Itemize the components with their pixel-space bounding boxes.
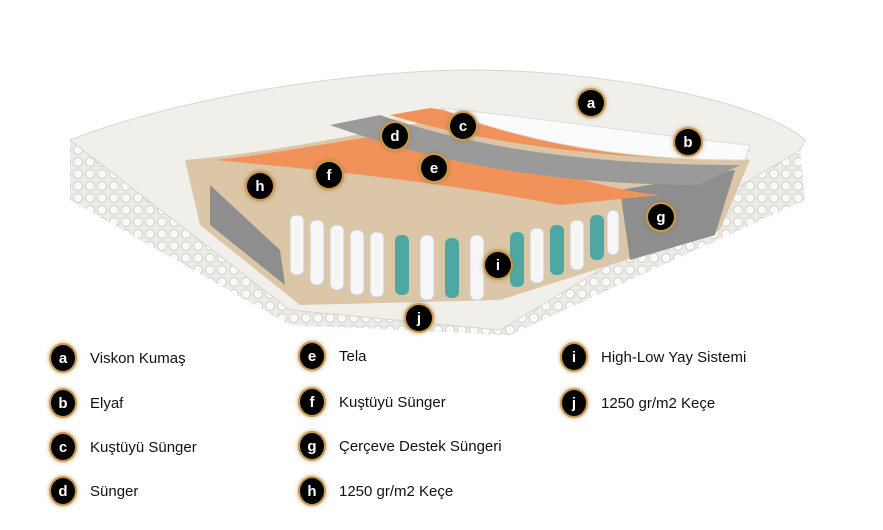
legend-item-a: a Viskon Kumaş (51, 343, 186, 373)
fiber-b (439, 107, 751, 161)
legend-marker: b (51, 390, 75, 416)
legend-label: Çerçeve Destek Süngeri (339, 437, 502, 455)
legend-label: Elyaf (90, 394, 124, 412)
legend-item-b: b Elyaf (51, 388, 123, 418)
legend-label: 1250 gr/m2 Keçe (601, 394, 716, 412)
legend-label: Kuştüyü Sünger (90, 438, 197, 456)
legend-item-e: e Tela (300, 341, 367, 371)
legend-marker: g (300, 433, 324, 459)
springs (289, 209, 620, 301)
legend-item-f: f Kuştüyü Sünger (300, 387, 446, 417)
legend-marker: h (300, 478, 324, 504)
legend-marker: c (51, 434, 75, 460)
legend-marker: j (562, 390, 586, 416)
marker-c: c (450, 113, 476, 139)
legend-item-d: d Sünger (51, 476, 138, 506)
legend-item-h: h 1250 gr/m2 Keçe (300, 476, 453, 506)
legend-label: Tela (339, 347, 367, 365)
mattress-side-panel (70, 140, 805, 335)
marker-b: b (675, 129, 701, 155)
legend-marker: d (51, 478, 75, 504)
legend-item-j: j 1250 gr/m2 Keçe (562, 388, 715, 418)
marker-j: j (406, 305, 432, 331)
legend-item-c: c Kuştüyü Sünger (51, 432, 197, 462)
marker-a: a (578, 90, 604, 116)
marker-i: i (485, 252, 511, 278)
legend-label: 1250 gr/m2 Keçe (339, 482, 454, 500)
marker-g: g (648, 204, 674, 230)
frame-right (620, 170, 735, 260)
marker-d: d (382, 123, 408, 149)
legend-item-g: g Çerçeve Destek Süngeri (300, 431, 502, 461)
legend-marker: a (51, 345, 75, 371)
marker-f: f (316, 162, 342, 188)
legend-marker: e (300, 343, 324, 369)
legend-marker: f (300, 389, 324, 415)
legend-label: High-Low Yay Sistemi (601, 348, 747, 366)
legend-label: Kuştüyü Sünger (339, 393, 446, 411)
marker-e: e (421, 155, 447, 181)
legend-item-i: i High-Low Yay Sistemi (562, 342, 746, 372)
frame-left (210, 185, 285, 285)
legend-label: Sünger (90, 482, 139, 500)
legend-marker: i (562, 344, 586, 370)
gray-foam-d (330, 115, 740, 185)
legend-label: Viskon Kumaş (90, 349, 186, 367)
marker-h: h (247, 173, 273, 199)
